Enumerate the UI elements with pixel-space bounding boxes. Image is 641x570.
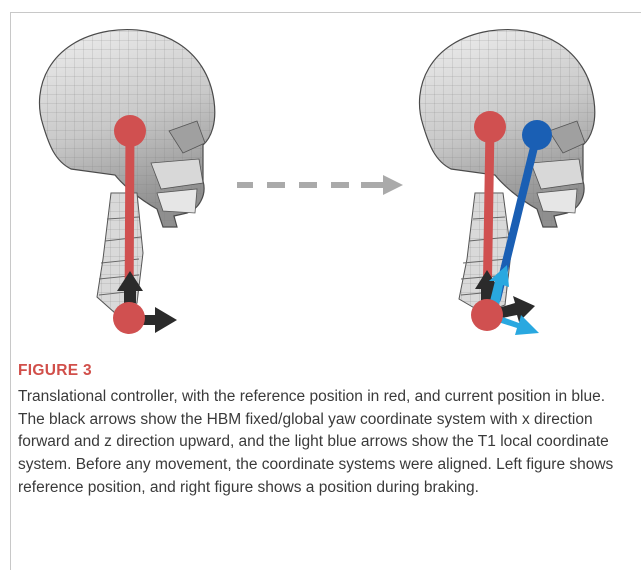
figure-caption-text: Translational controller, with the refer… xyxy=(18,386,633,500)
right-t1-reference-point xyxy=(471,299,503,331)
figure-svg xyxy=(11,13,641,358)
dashed-right-arrow-icon xyxy=(237,175,403,195)
left-t1-reference-point xyxy=(113,302,145,334)
figure-image xyxy=(11,13,641,358)
figure-label: FIGURE 3 xyxy=(18,362,633,380)
figure-caption: FIGURE 3 Translational controller, with … xyxy=(18,362,633,500)
